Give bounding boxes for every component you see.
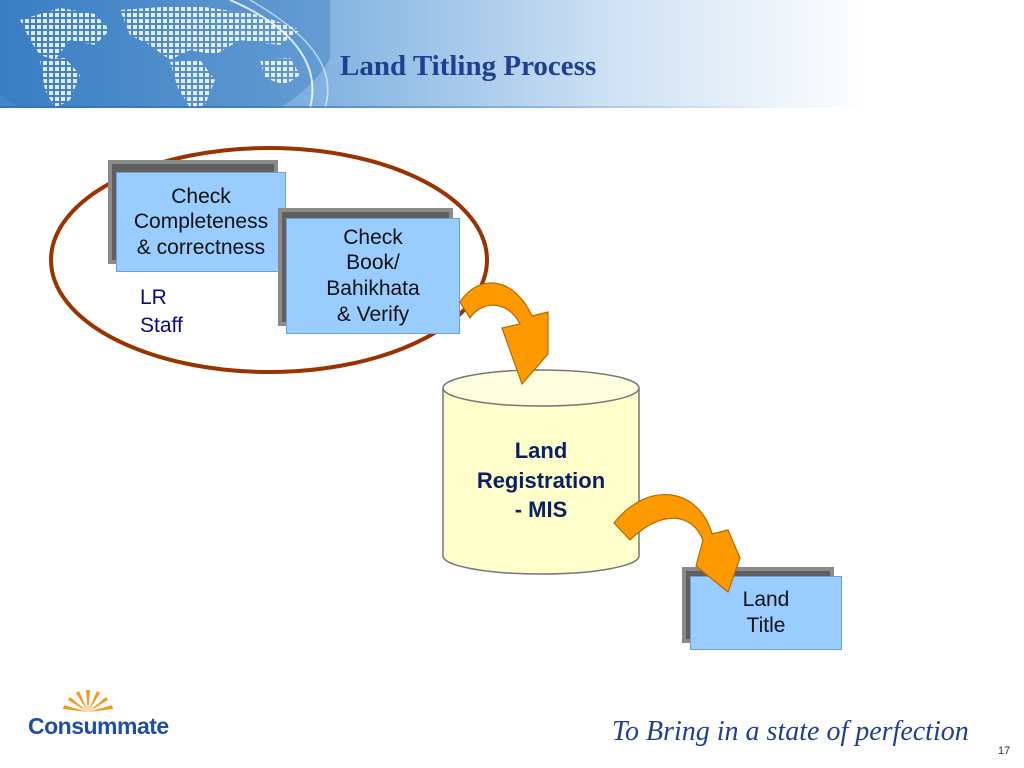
lr-staff-label: LR Staff xyxy=(140,284,183,341)
check-completeness-line-3: & correctness xyxy=(136,235,266,259)
check-completeness-box: Check Completeness & correctness xyxy=(116,172,286,272)
check-book-box: Check Book/ Bahikhata & Verify xyxy=(286,218,460,334)
database-line-3: - MIS xyxy=(514,497,568,523)
check-book-line-1: Check xyxy=(343,225,403,249)
land-title-box: Land Title xyxy=(690,576,842,650)
check-book-line-3: Bahikhata xyxy=(326,277,420,300)
check-book-line-2: Book/ xyxy=(346,251,400,275)
check-book-line-4: & Verify xyxy=(336,302,410,326)
lr-staff-line-1: LR xyxy=(140,286,167,309)
lr-staff-line-2: Staff xyxy=(140,314,183,338)
land-title-line-1: Land xyxy=(742,588,790,612)
header-divider xyxy=(0,106,780,108)
check-completeness-line-1: Check xyxy=(171,184,231,208)
database-label: Land Registration - MIS xyxy=(443,436,639,525)
consummate-logo-icon xyxy=(63,690,113,712)
curved-arrow-2 xyxy=(613,494,741,594)
consummate-logo: Consummate xyxy=(28,713,169,739)
globe-graphic xyxy=(0,0,330,108)
curved-arrow-1 xyxy=(459,282,549,386)
tagline: To Bring in a state of perfection xyxy=(612,716,969,747)
database-line-2: Registration xyxy=(476,467,606,493)
database-line-1: Land xyxy=(514,438,568,463)
check-completeness-line-2: Completeness xyxy=(133,210,269,234)
slide-title: Land Titling Process xyxy=(340,50,597,82)
land-title-line-2: Title xyxy=(746,614,786,637)
lr-staff-highlight-ellipse xyxy=(49,146,489,374)
page-number: 17 xyxy=(998,745,1011,757)
